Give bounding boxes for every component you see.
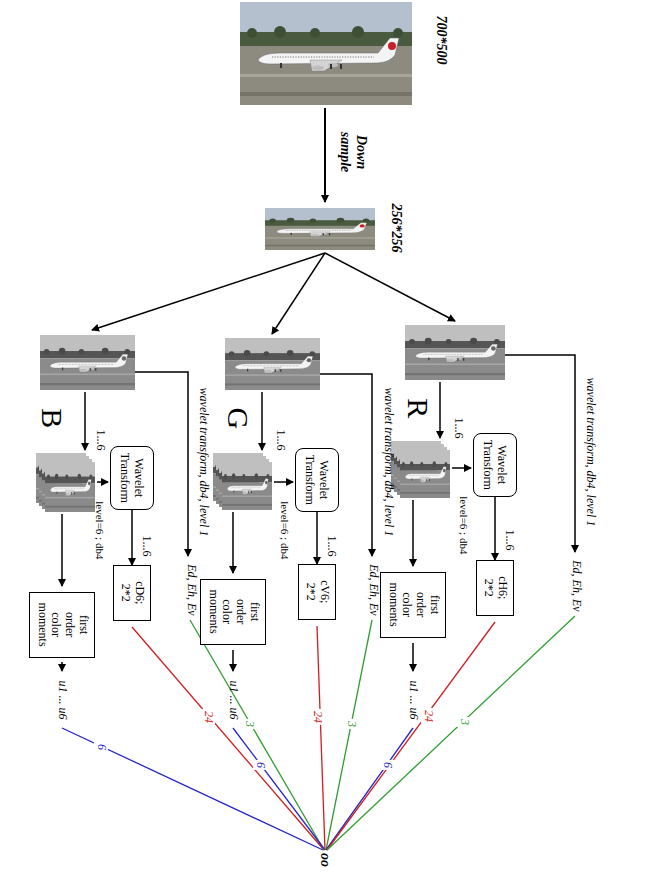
flow-arrow <box>61 662 63 671</box>
box-text: Wavelet Transform <box>481 439 509 490</box>
line-label: 24 <box>421 708 435 724</box>
text-label: u1 ... u6 <box>406 680 420 719</box>
feature-line <box>326 728 413 850</box>
flow-arrow <box>232 650 234 671</box>
feature-line <box>326 620 372 850</box>
feature-line <box>62 728 323 850</box>
text-label: level=6 ; db4 <box>94 501 107 559</box>
text-label: B <box>35 408 70 428</box>
branch-arrow <box>272 253 325 334</box>
text-label: 1...6 <box>324 535 338 556</box>
text-label: level=6 ; db4 <box>458 496 471 554</box>
feature-line <box>233 728 325 850</box>
text-label: wavelet transform, db4, level 1 <box>583 378 597 527</box>
process-box: Wavelet Transform <box>295 448 339 512</box>
downsampled-photo <box>265 208 375 250</box>
text-label: 256*256 <box>387 204 403 253</box>
text-label: 1...6 <box>139 535 153 556</box>
text-label: 1...6 <box>451 417 465 438</box>
arrow-connector <box>316 512 318 564</box>
feature-line <box>327 616 575 850</box>
line-label: 6 <box>380 760 394 770</box>
line-label: 3 <box>457 717 471 727</box>
arrow-connector <box>131 510 133 565</box>
text-label: R <box>401 398 436 418</box>
box-text: first order color moments <box>34 602 89 646</box>
channel-photo <box>40 335 135 390</box>
feature-line <box>132 627 324 850</box>
image-stack <box>45 462 95 512</box>
text-label: G <box>221 407 256 429</box>
arrow-connector <box>494 497 496 560</box>
flow-arrow <box>412 643 414 671</box>
downsample-arrow <box>324 108 326 202</box>
text-label: Ed, Eh, Ev <box>365 564 379 615</box>
flow-arrow <box>412 500 414 566</box>
text-label: 1...6 <box>93 429 107 450</box>
process-box: Wavelet Transform <box>110 446 154 510</box>
text-label: u1 ... u6 <box>226 680 240 719</box>
text-label: wavelet transform, db4, level 1 <box>381 388 395 537</box>
line-label: 6 <box>253 760 267 770</box>
box-text: first order color moments <box>205 589 260 633</box>
channel-photo <box>225 338 320 390</box>
text-label: wavelet transform, db4, level 1 <box>196 388 210 537</box>
airplane-photo <box>240 2 412 105</box>
feature-box: cV6; 2*2 <box>298 564 336 620</box>
flow-arrow <box>232 512 234 573</box>
box-text: cV6; 2*2 <box>303 579 331 603</box>
line-label: 6 <box>94 742 108 752</box>
line-label: 24 <box>310 709 324 725</box>
box-text: cH6; 2*2 <box>481 575 509 599</box>
text-label: Ed, Eh, Ev <box>183 564 197 615</box>
flow-arrow <box>452 467 471 469</box>
text-label: level=6 ; db4 <box>279 501 292 559</box>
line-label: 24 <box>201 709 215 725</box>
channel-photo <box>405 325 505 380</box>
box-text: Wavelet Transform <box>303 454 331 505</box>
feature-line <box>327 622 495 850</box>
box-text: first order color moments <box>385 582 440 626</box>
flow-arrow <box>84 392 86 450</box>
text-label: oo <box>317 853 333 867</box>
feature-box: first order color moments <box>29 592 95 658</box>
branch-arrow <box>325 253 455 321</box>
feature-box: first order color moments <box>380 572 446 638</box>
text-label: 1...6 <box>273 429 287 450</box>
flow-arrow <box>97 481 108 483</box>
box-text: cD6; 2*2 <box>118 580 146 604</box>
flow-arrow <box>261 392 263 450</box>
text-label: u1 ... u6 <box>55 680 69 719</box>
feature-line <box>190 620 324 850</box>
text-label: 1...6 <box>502 529 516 550</box>
line-label: 3 <box>242 719 256 729</box>
branch-arrow <box>92 253 325 330</box>
feature-box: cD6; 2*2 <box>113 565 151 621</box>
feature-box: cH6; 2*2 <box>476 560 514 616</box>
process-box: Wavelet Transform <box>473 433 517 497</box>
feature-line <box>317 626 325 850</box>
text-label: Down sample <box>336 125 368 180</box>
text-label: Ed, Eh, Ev <box>568 560 582 611</box>
line-label: 3 <box>344 719 358 729</box>
text-label: 700*500 <box>432 16 448 65</box>
flow-arrow <box>61 514 63 586</box>
box-text: Wavelet Transform <box>118 452 146 503</box>
flow-arrow <box>439 382 441 438</box>
image-stack <box>400 450 450 498</box>
flow-arrow <box>274 481 293 483</box>
image-stack <box>222 462 272 510</box>
feature-box: first order color moments <box>200 579 266 645</box>
